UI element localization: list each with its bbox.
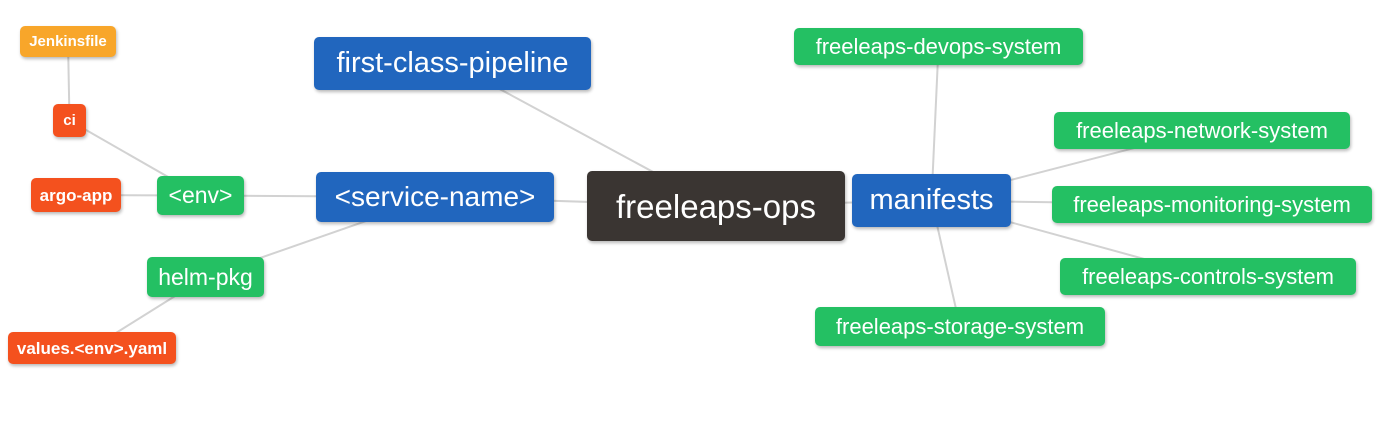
node-ci[interactable]: ci xyxy=(53,104,86,137)
node-freeleaps-monitoring-system[interactable]: freeleaps-monitoring-system xyxy=(1052,186,1372,223)
node-env[interactable]: <env> xyxy=(157,176,244,215)
node-service-name[interactable]: <service-name> xyxy=(316,172,554,222)
node-manifests[interactable]: manifests xyxy=(852,174,1011,227)
node-first-class-pipeline[interactable]: first-class-pipeline xyxy=(314,37,591,90)
node-argo-app[interactable]: argo-app xyxy=(31,178,121,212)
node-helm-pkg[interactable]: helm-pkg xyxy=(147,257,264,297)
node-values-env-yaml[interactable]: values.<env>.yaml xyxy=(8,332,176,364)
node-freeleaps-devops-system[interactable]: freeleaps-devops-system xyxy=(794,28,1083,65)
node-jenkinsfile[interactable]: Jenkinsfile xyxy=(20,26,116,57)
node-freeleaps-controls-system[interactable]: freeleaps-controls-system xyxy=(1060,258,1356,295)
node-freeleaps-ops[interactable]: freeleaps-ops xyxy=(587,171,845,241)
node-freeleaps-storage-system[interactable]: freeleaps-storage-system xyxy=(815,307,1105,346)
node-freeleaps-network-system[interactable]: freeleaps-network-system xyxy=(1054,112,1350,149)
